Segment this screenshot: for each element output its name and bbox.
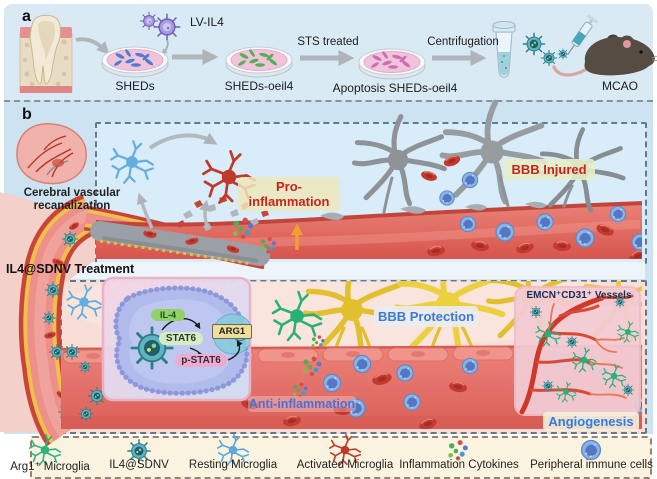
- legend-item-peripheral-immune-cells: Peripheral immune cells: [530, 459, 653, 471]
- p-stat6-pill: p-STAT6: [175, 354, 227, 367]
- anti-inflammation-badge: Anti-inflammation: [248, 396, 356, 412]
- arg1-tag: ARG1: [212, 324, 252, 339]
- legend-box: [30, 436, 652, 479]
- lv-il4-label: LV-IL4: [190, 15, 224, 29]
- sheds-label: SHEDs: [115, 79, 155, 93]
- centrifugation-label: Centrifugation: [427, 36, 499, 48]
- sts-treated-label: STS treated: [297, 36, 359, 48]
- sheds-oeil4-label: SHEDs-oeil4: [224, 79, 294, 93]
- panel-a-label: a: [22, 8, 31, 25]
- mcao-label: MCAO: [602, 79, 638, 93]
- cerebral-recanalization-label: Cerebral vascular recanalization: [23, 187, 121, 212]
- legend-item-il4-sdnv: IL4@SDNV: [109, 459, 169, 471]
- treatment-label: IL4@SDNV Treatment: [6, 262, 135, 276]
- legend-item-activated-microglia: Activated Microglia: [296, 459, 394, 471]
- emcn-vessels-label: EMCN⁺CD31⁺ Vessels: [526, 290, 632, 301]
- stat6-pill: STAT6: [159, 332, 203, 345]
- apoptosis-label: Apoptosis SHEDs-oeil4: [332, 81, 458, 95]
- legend-item-arg1-microglia: Arg1⁺ Microglia: [10, 461, 90, 473]
- legend-item-resting-microglia: Resting Microglia: [188, 459, 278, 471]
- panel-b-label: b: [22, 106, 32, 123]
- bbb-injured-badge: BBB Injured: [503, 159, 595, 180]
- il4-pill: IL-4: [151, 309, 185, 321]
- bbb-injured-box: [95, 122, 647, 264]
- legend-item-inflammation-cytokines: Inflammation Cytokines: [399, 459, 519, 471]
- bbb-protection-badge: BBB Protection: [374, 306, 478, 327]
- box-gap: [60, 262, 645, 279]
- pro-inflammation-badge: Pro-inflammation: [238, 177, 340, 211]
- angiogenesis-badge: Angiogenesis: [543, 412, 639, 431]
